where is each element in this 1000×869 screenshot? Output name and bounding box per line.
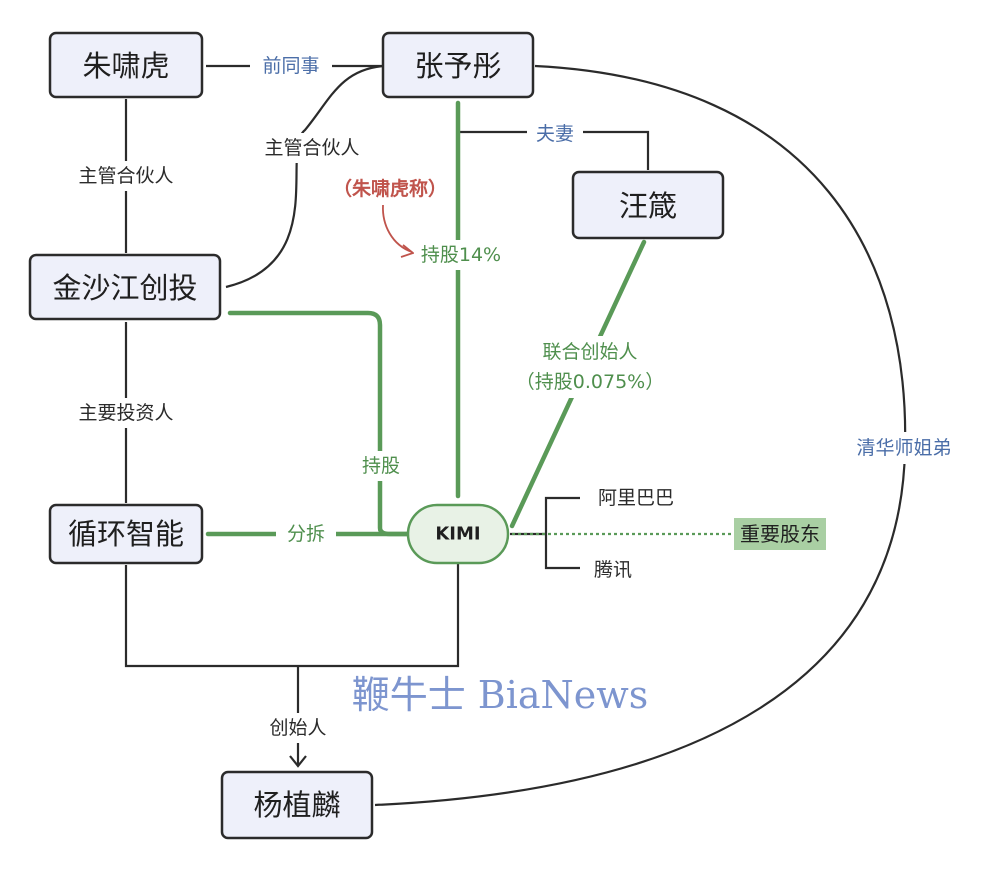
label-tsinghua-alumni: 清华师姐弟 <box>856 437 951 459</box>
label-spin-off: 分拆 <box>287 523 325 545</box>
label-spouse: 夫妻 <box>536 123 574 145</box>
node-jinshajiang-label: 金沙江创投 <box>52 271 197 305</box>
edge-jinshajiang-zhang <box>225 64 384 289</box>
label-former-colleague: 前同事 <box>262 55 319 77</box>
founder-arrowhead <box>289 755 307 768</box>
label-managing-partner-left: 主管合伙人 <box>78 165 173 187</box>
node-yang-zhilin: 杨植麟 <box>220 770 374 840</box>
node-jinshajiang: 金沙江创投 <box>28 253 222 321</box>
edge-jinshajiang-kimi <box>227 310 410 537</box>
label-cofounder-share: （持股0.075%） <box>516 371 664 393</box>
edge-kimi-shareholders <box>510 496 580 570</box>
node-wang-zhen: 汪箴 <box>571 170 725 240</box>
label-managing-partner-mid: 主管合伙人 <box>264 137 359 159</box>
node-xunhuan: 循环智能 <box>48 503 204 565</box>
watermark: 鞭牛士 BiaNews <box>352 673 649 717</box>
label-tencent: 腾讯 <box>594 559 632 581</box>
claim-arrowhead <box>400 244 415 258</box>
label-major-shareholder: 重要股东 <box>740 522 820 546</box>
node-zhang-yutong-label: 张予彤 <box>414 49 501 83</box>
label-holds-share: 持股 <box>362 455 400 477</box>
edge-founder-bracket <box>124 563 460 668</box>
node-yang-zhilin-label: 杨植麟 <box>253 788 340 822</box>
claim-arrow <box>382 204 413 253</box>
major-shareholder-tag <box>734 518 826 550</box>
label-zhu-claims: （朱啸虎称） <box>333 177 447 200</box>
label-main-investor: 主要投资人 <box>78 402 173 424</box>
node-wang-zhen-label: 汪箴 <box>619 189 677 223</box>
node-zhu-xiaohu: 朱啸虎 <box>48 31 204 99</box>
node-kimi: KIMI <box>406 503 510 565</box>
label-shareholding-14: 持股14% <box>421 244 501 266</box>
node-xunhuan-label: 循环智能 <box>68 517 184 551</box>
label-cofounder: 联合创始人 <box>542 341 637 363</box>
node-zhu-xiaohu-label: 朱啸虎 <box>82 49 169 83</box>
label-founder: 创始人 <box>269 717 326 739</box>
label-alibaba: 阿里巴巴 <box>598 487 674 509</box>
node-zhang-yutong: 张予彤 <box>381 31 535 99</box>
node-kimi-label: KIMI <box>435 524 480 545</box>
